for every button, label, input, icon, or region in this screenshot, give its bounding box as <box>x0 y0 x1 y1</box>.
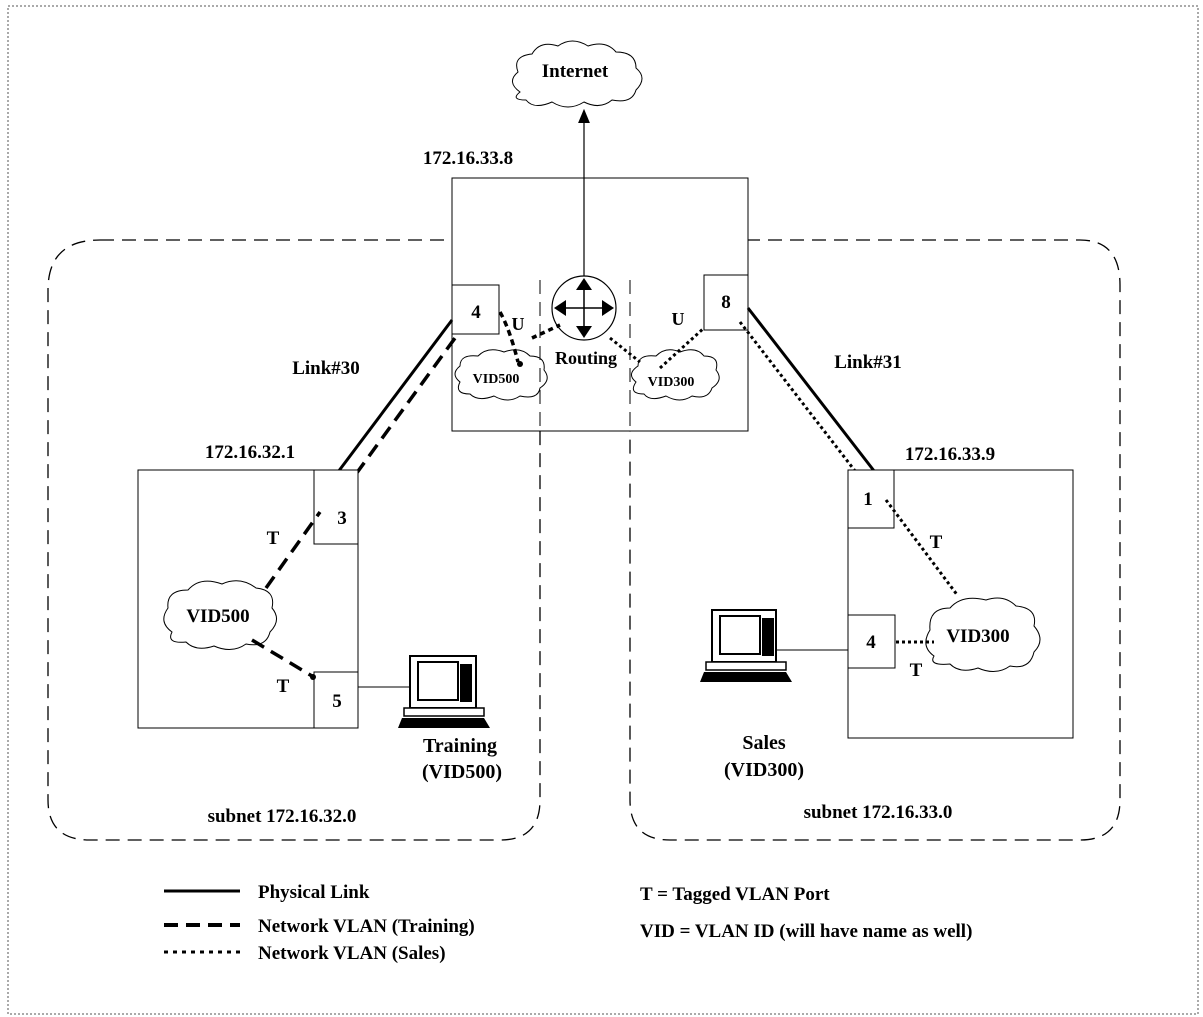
link30-training-vlan <box>354 332 460 476</box>
router-vid500-connector <box>517 361 523 367</box>
switch-right-sales-vlan-upper <box>884 499 960 597</box>
switch-right-port-4-label: 4 <box>866 632 876 653</box>
switch-left-port-5-label: 5 <box>332 691 342 712</box>
router-routing-link-right <box>609 336 641 364</box>
router-port-8 <box>703 274 749 331</box>
internet-cloud: Internet <box>512 40 643 108</box>
legend-tagged-label: T = Tagged VLAN Port <box>640 884 830 905</box>
switch-right-vid300-cloud: VID300 <box>925 597 1041 672</box>
switch-left-tag-top: T <box>267 528 280 549</box>
router-untagged-left: U <box>512 314 525 334</box>
subnet-right-label: subnet 172.16.33.0 <box>804 802 953 823</box>
switch-left-ip: 172.16.32.1 <box>205 442 295 463</box>
training-name: Training <box>423 735 497 757</box>
switch-right-port-1 <box>847 469 895 529</box>
switch-left-port-3 <box>313 469 359 545</box>
subnet-right-region <box>629 239 1121 841</box>
routing-icon <box>551 275 617 341</box>
router-ip: 172.16.33.8 <box>423 148 513 169</box>
link31-label: Link#31 <box>834 352 902 373</box>
subnet-left-label: subnet 172.16.32.0 <box>208 806 357 827</box>
switch-left-training-vlan-upper <box>264 510 322 590</box>
internet-label: Internet <box>542 61 609 82</box>
sales-vid: (VID300) <box>724 759 804 781</box>
router-training-vlan-link <box>498 311 520 363</box>
legend-sales-label: Network VLAN (Sales) <box>258 943 446 964</box>
switch-right-tag-bottom: T <box>910 660 923 681</box>
link31-sales-vlan <box>738 321 864 481</box>
switch-left-vid500-cloud: VID500 <box>163 580 277 650</box>
switch-right-ip: 172.16.33.9 <box>905 444 995 465</box>
switch-left-port-3-label: 3 <box>337 508 347 529</box>
switch-left-training-vlan-lower <box>251 638 313 678</box>
router-vid300-cloud: VID300 <box>631 349 720 401</box>
router-port-4 <box>451 284 500 335</box>
router-port-8-label: 8 <box>721 292 731 313</box>
legend-training-label: Network VLAN (Training) <box>258 916 475 937</box>
switch-right-tag-top: T <box>930 532 943 553</box>
router-untagged-right: U <box>672 309 685 329</box>
router-vid500-cloud: VID500 <box>454 349 548 401</box>
training-computer-icon <box>398 655 490 728</box>
router-sales-vlan-link <box>658 326 706 370</box>
router-vid500-label: VID500 <box>473 372 520 387</box>
sales-computer-icon <box>700 609 792 682</box>
sales-name: Sales <box>742 732 786 754</box>
switch-left-port-5-connector <box>310 674 316 680</box>
switch-left-port-5 <box>313 671 359 729</box>
router-vid300-label: VID300 <box>648 375 695 390</box>
switch-left-tag-bottom: T <box>277 676 290 697</box>
legend-vid-label: VID = VLAN ID (will have name as well) <box>640 921 972 942</box>
link30-label: Link#30 <box>292 358 360 379</box>
link31-physical <box>746 307 880 477</box>
legend-physical-label: Physical Link <box>258 882 370 903</box>
training-vid: (VID500) <box>422 761 502 783</box>
switch-right-port-4 <box>847 614 896 669</box>
legend: Physical Link Network VLAN (Training) Ne… <box>164 882 972 964</box>
switch-right-vid300-label: VID300 <box>946 626 1009 647</box>
switch-right-port-1-label: 1 <box>863 489 873 510</box>
diagram-frame <box>7 5 1199 1015</box>
router-port-4-label: 4 <box>471 302 481 323</box>
link30-physical <box>336 319 454 473</box>
switch-left-vid500-label: VID500 <box>186 606 249 627</box>
routing-label: Routing <box>555 348 617 368</box>
